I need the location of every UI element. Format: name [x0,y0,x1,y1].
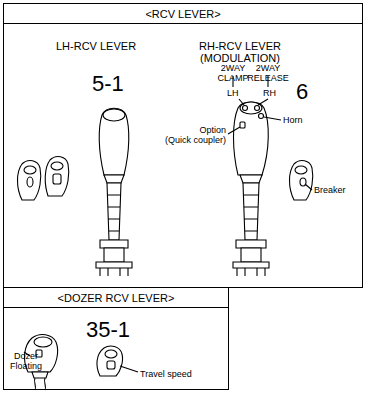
leader-line [228,76,312,190]
leader-line [120,366,138,372]
button-label: Option (Quick coupler) [146,126,226,146]
lh-lever [96,108,132,276]
callout-number: 5-1 [92,72,124,96]
callout-number: 6 [296,80,308,104]
callout-number: 35-1 [86,318,130,342]
button-label: Horn [283,116,303,126]
button-label: RH [263,89,276,99]
button-label: Breaker [314,186,346,196]
function-label: 2WAY CLAMP [213,64,253,84]
button-label: Dozer Floating [4,352,48,372]
button-label: Travel speed [140,370,192,380]
section-heading: <RCV LEVER> [4,4,362,24]
grip-detail [18,157,69,200]
button-label: LH [227,89,239,99]
lever-name: LH-RCV LEVER [56,40,136,52]
function-label: 2WAY RELEASE [246,64,290,84]
lever-name: RH-RCV LEVER (MODULATION) [180,40,300,64]
section-heading: <DOZER RCV LEVER> [4,288,228,308]
grip-detail [290,161,313,200]
